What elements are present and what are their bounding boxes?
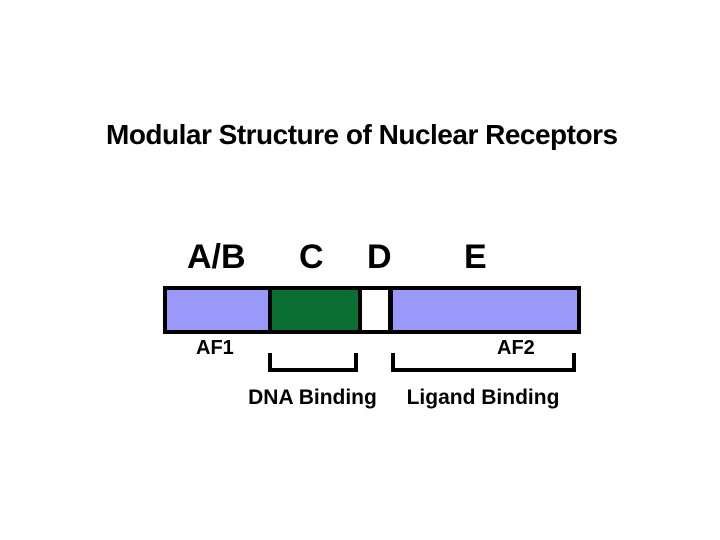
- dna-binding-label: DNA Binding: [248, 386, 377, 409]
- dna-binding-bracket: [268, 353, 358, 372]
- slide-title: Modular Structure of Nuclear Receptors: [106, 119, 618, 150]
- segment-c: [272, 290, 358, 330]
- ligand-binding-bracket: [391, 353, 576, 372]
- segment-label-c: C: [299, 238, 324, 276]
- segment-label-d: D: [367, 238, 392, 276]
- segment-divider: [268, 290, 272, 330]
- segment-divider: [358, 290, 362, 330]
- segment-ab: [167, 290, 268, 330]
- receptor-domain-bar: [163, 286, 581, 334]
- segment-d: [362, 290, 388, 330]
- af2-label: AF2: [497, 337, 535, 359]
- af1-label: AF1: [196, 337, 234, 359]
- ligand-binding-label: Ligand Binding: [406, 386, 560, 409]
- segment-divider: [388, 290, 393, 330]
- segment-e: [393, 290, 577, 330]
- segment-label-e: E: [464, 238, 487, 276]
- segment-label-ab: A/B: [187, 238, 246, 276]
